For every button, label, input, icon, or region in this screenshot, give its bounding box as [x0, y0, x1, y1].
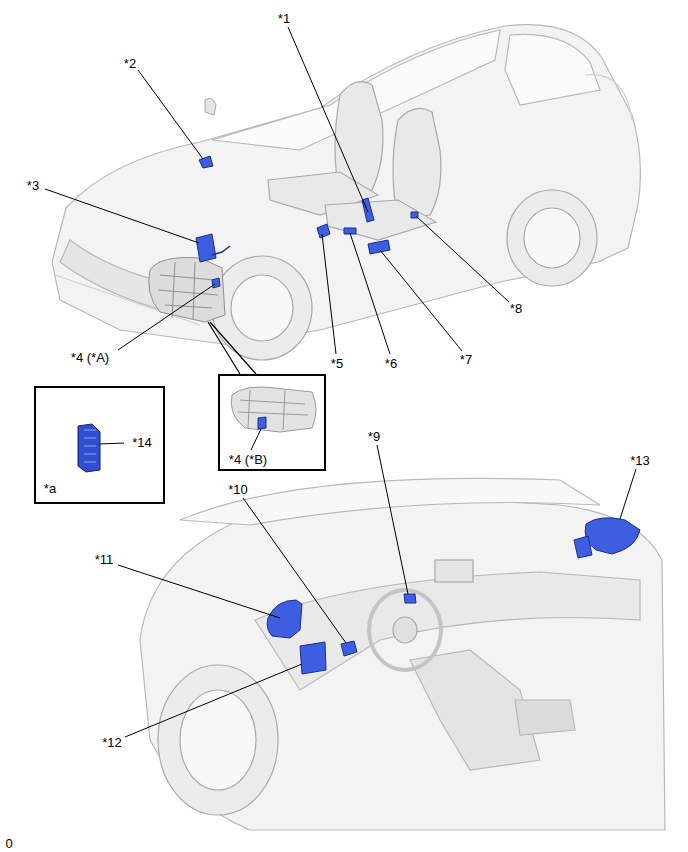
callout-number: *1: [278, 12, 290, 25]
callout-number: *8: [510, 302, 522, 315]
inset-frame: *14 *a: [34, 386, 165, 504]
callout-number: *7: [460, 353, 472, 366]
callout-number: *14: [132, 436, 152, 449]
inset-frame: *4 (*B): [218, 374, 326, 471]
callout-number: *a: [44, 482, 56, 495]
callout-number: *13: [630, 454, 650, 467]
callout-number: *11: [95, 553, 114, 566]
figure-id: 0: [5, 836, 12, 849]
callout-number: *3: [27, 179, 39, 192]
callout-number: *4 (*B): [229, 453, 267, 466]
callout-number: *6: [385, 357, 397, 370]
callout-number: *5: [331, 357, 343, 370]
callout-number: *2: [124, 57, 136, 70]
callout-number: *9: [368, 430, 380, 443]
callout-number: *12: [102, 736, 122, 749]
callout-number: *4 (*A): [71, 351, 109, 364]
callout-number: *10: [228, 483, 248, 496]
